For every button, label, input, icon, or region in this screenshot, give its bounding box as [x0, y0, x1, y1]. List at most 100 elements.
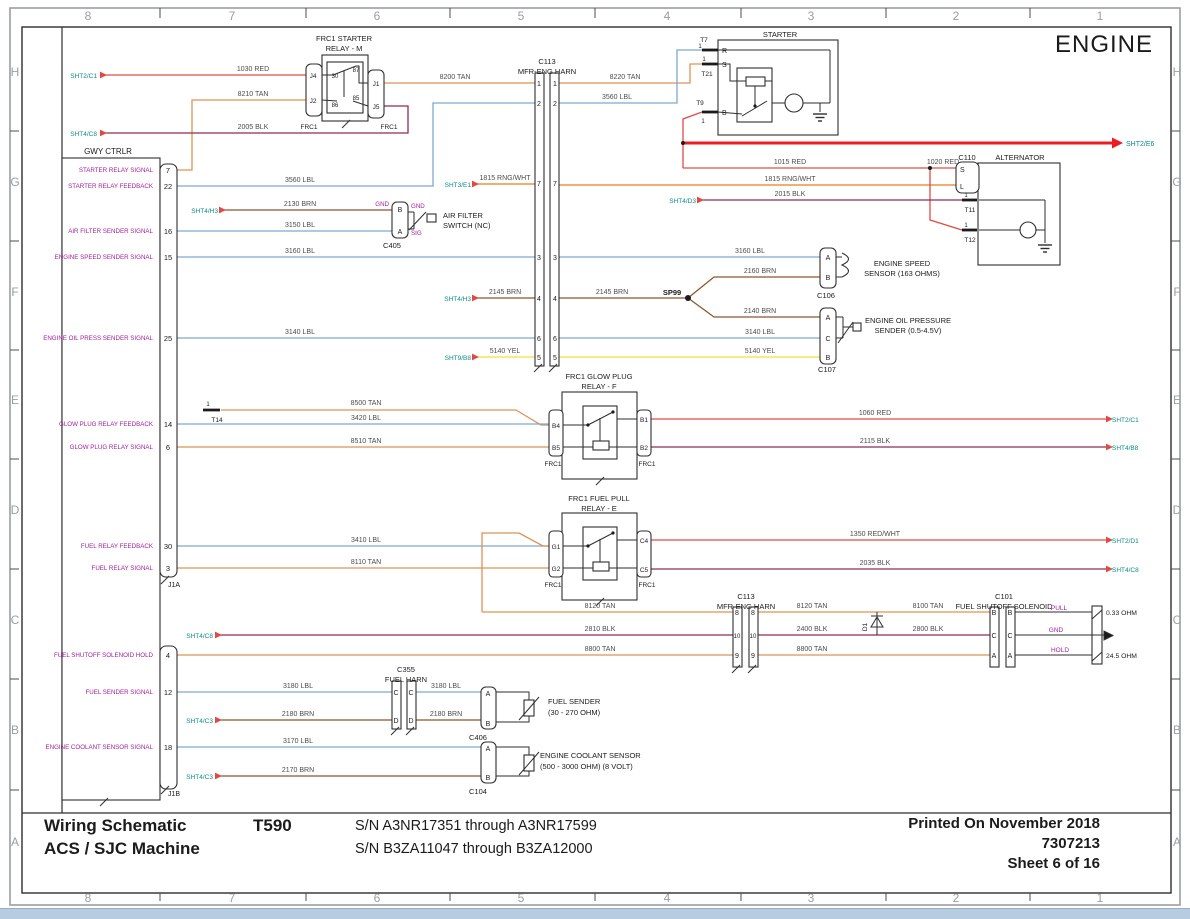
- label-b: B: [826, 275, 831, 282]
- label-6: 6: [166, 443, 170, 452]
- starter-relay-tab-left: [305, 63, 323, 117]
- label-j2: J2: [310, 98, 317, 105]
- detail-line: [321, 99, 338, 102]
- label-frc1: FRC1: [545, 461, 562, 468]
- sheet-ref-arrow-icon: [1106, 415, 1113, 423]
- label-air-filter: AIR FILTER: [443, 211, 483, 220]
- label-frc1: FRC1: [545, 582, 562, 589]
- sheet-ref-arrow-icon: [215, 772, 222, 780]
- detail-line: [332, 65, 357, 76]
- label-6: 6: [553, 336, 557, 343]
- detail-line: [731, 664, 741, 674]
- label-30: 30: [164, 542, 172, 551]
- ruler-5: 5: [518, 9, 525, 23]
- detail-line: [405, 726, 415, 736]
- label-fuel-shutoff-solenoid: FUEL SHUTOFF SOLENOID: [955, 602, 1053, 611]
- label-3: 3: [553, 255, 557, 262]
- junction-dot: [611, 410, 615, 414]
- label-8500-tan: 8500 TAN: [351, 400, 382, 407]
- ruler-e: E: [11, 393, 19, 407]
- label-engine-oil-pressure: ENGINE OIL PRESSURE: [865, 316, 951, 325]
- detail-line: [341, 119, 351, 129]
- label-12: 12: [164, 688, 172, 697]
- label-8100-tan: 8100 TAN: [913, 603, 944, 610]
- label-9: 9: [735, 653, 739, 660]
- label-3560-lbl: 3560 LBL: [602, 94, 632, 101]
- label-3140-lbl: 3140 LBL: [285, 329, 315, 336]
- label-c113: C113: [737, 592, 754, 601]
- label-g1: G1: [552, 544, 561, 551]
- titleblock-serial-range-1: S/N A3NR17351 through A3NR17599: [355, 818, 597, 834]
- label-sender-0-5-4-5v: SENDER (0.5-4.5V): [875, 326, 942, 335]
- inner-border: [21, 26, 1172, 894]
- label-3160-lbl: 3160 LBL: [285, 248, 315, 255]
- c405-connector: [391, 201, 409, 239]
- label-sp99: SP99: [663, 288, 681, 297]
- detail-line: [548, 363, 558, 373]
- label-1815-rng-wht: 1815 RNG/WHT: [765, 176, 817, 183]
- label-j1a: J1A: [168, 582, 180, 589]
- label-t21: T21: [701, 71, 713, 78]
- label-3: 3: [537, 255, 541, 262]
- junction-dot: [753, 104, 757, 108]
- label-frc1: FRC1: [301, 124, 318, 131]
- label-c: C: [991, 633, 996, 640]
- junction-dot: [681, 141, 685, 145]
- label-t14: T14: [211, 417, 223, 424]
- label-r: R: [722, 48, 727, 55]
- label-sht2-e6: SHT2/E6: [1126, 141, 1155, 148]
- label-3140-lbl: 3140 LBL: [745, 329, 775, 336]
- label-2145-brn: 2145 BRN: [596, 289, 628, 296]
- label-b2: B2: [640, 445, 648, 452]
- label-24-5-ohm: 24.5 OHM: [1106, 653, 1137, 660]
- c110-connector: [955, 161, 980, 194]
- label-10: 10: [734, 634, 741, 640]
- ruler-e: E: [1173, 393, 1181, 407]
- label-4: 4: [537, 296, 541, 303]
- label-10: 10: [750, 634, 757, 640]
- wire-starter-b-red: [682, 111, 703, 168]
- label-1815-rng-wht: 1815 RNG/WHT: [480, 175, 532, 182]
- detail-line: [747, 664, 757, 674]
- label-2015-blk: 2015 BLK: [775, 191, 806, 198]
- label-j1b: J1B: [168, 791, 180, 798]
- titleblock-serial-range-2: S/N B3ZA11047 through B3ZA12000: [355, 841, 593, 857]
- label-j5: J5: [373, 104, 380, 111]
- window-bottom-strip: [0, 908, 1190, 919]
- label-relay-f: RELAY - F: [581, 382, 617, 391]
- label-2180-brn: 2180 BRN: [430, 711, 462, 718]
- label-c104: C104: [469, 787, 487, 796]
- label-2170-brn: 2170 BRN: [282, 767, 314, 774]
- label-gnd: GND: [411, 203, 425, 210]
- motor-circle: [1019, 221, 1037, 239]
- label-fuel-relay-signal: FUEL RELAY SIGNAL: [92, 565, 154, 572]
- gwy-connector-j1a: [159, 163, 178, 578]
- ruler-b: B: [1173, 723, 1181, 737]
- label-fuel-harn: FUEL HARN: [385, 675, 427, 684]
- label-sensor-163-ohms: SENSOR (163 OHMS): [864, 269, 940, 278]
- label-fuel-relay-feedback: FUEL RELAY FEEDBACK: [81, 543, 154, 550]
- label-c110: C110: [958, 153, 975, 162]
- label-sht2-d1: SHT2/D1: [1112, 538, 1139, 545]
- label-2140-brn: 2140 BRN: [744, 308, 776, 315]
- label-c106: C106: [817, 291, 835, 300]
- label-c: C: [408, 690, 413, 697]
- label-3180-lbl: 3180 LBL: [431, 683, 461, 690]
- label-relay-m: RELAY - M: [326, 44, 363, 53]
- glow-relay-tab-left: [548, 409, 564, 457]
- label-3170-lbl: 3170 LBL: [283, 738, 313, 745]
- label-7: 7: [553, 181, 557, 188]
- label-85: 85: [353, 96, 360, 102]
- speed-sensor-coil: [840, 252, 850, 278]
- oil-sender-contact: [852, 322, 862, 332]
- ruler-8: 8: [85, 9, 92, 23]
- label-1: 1: [964, 223, 968, 229]
- ruler-1: 1: [1097, 9, 1104, 23]
- label-hold: HOLD: [1051, 647, 1069, 654]
- label-d: D: [408, 718, 413, 725]
- label-2035-blk: 2035 BLK: [860, 560, 891, 567]
- label-a: A: [992, 653, 997, 660]
- label-2400-blk: 2400 BLK: [797, 626, 828, 633]
- label-1: 1: [698, 44, 702, 50]
- label-frc1-glow-plug: FRC1 GLOW PLUG: [565, 372, 632, 381]
